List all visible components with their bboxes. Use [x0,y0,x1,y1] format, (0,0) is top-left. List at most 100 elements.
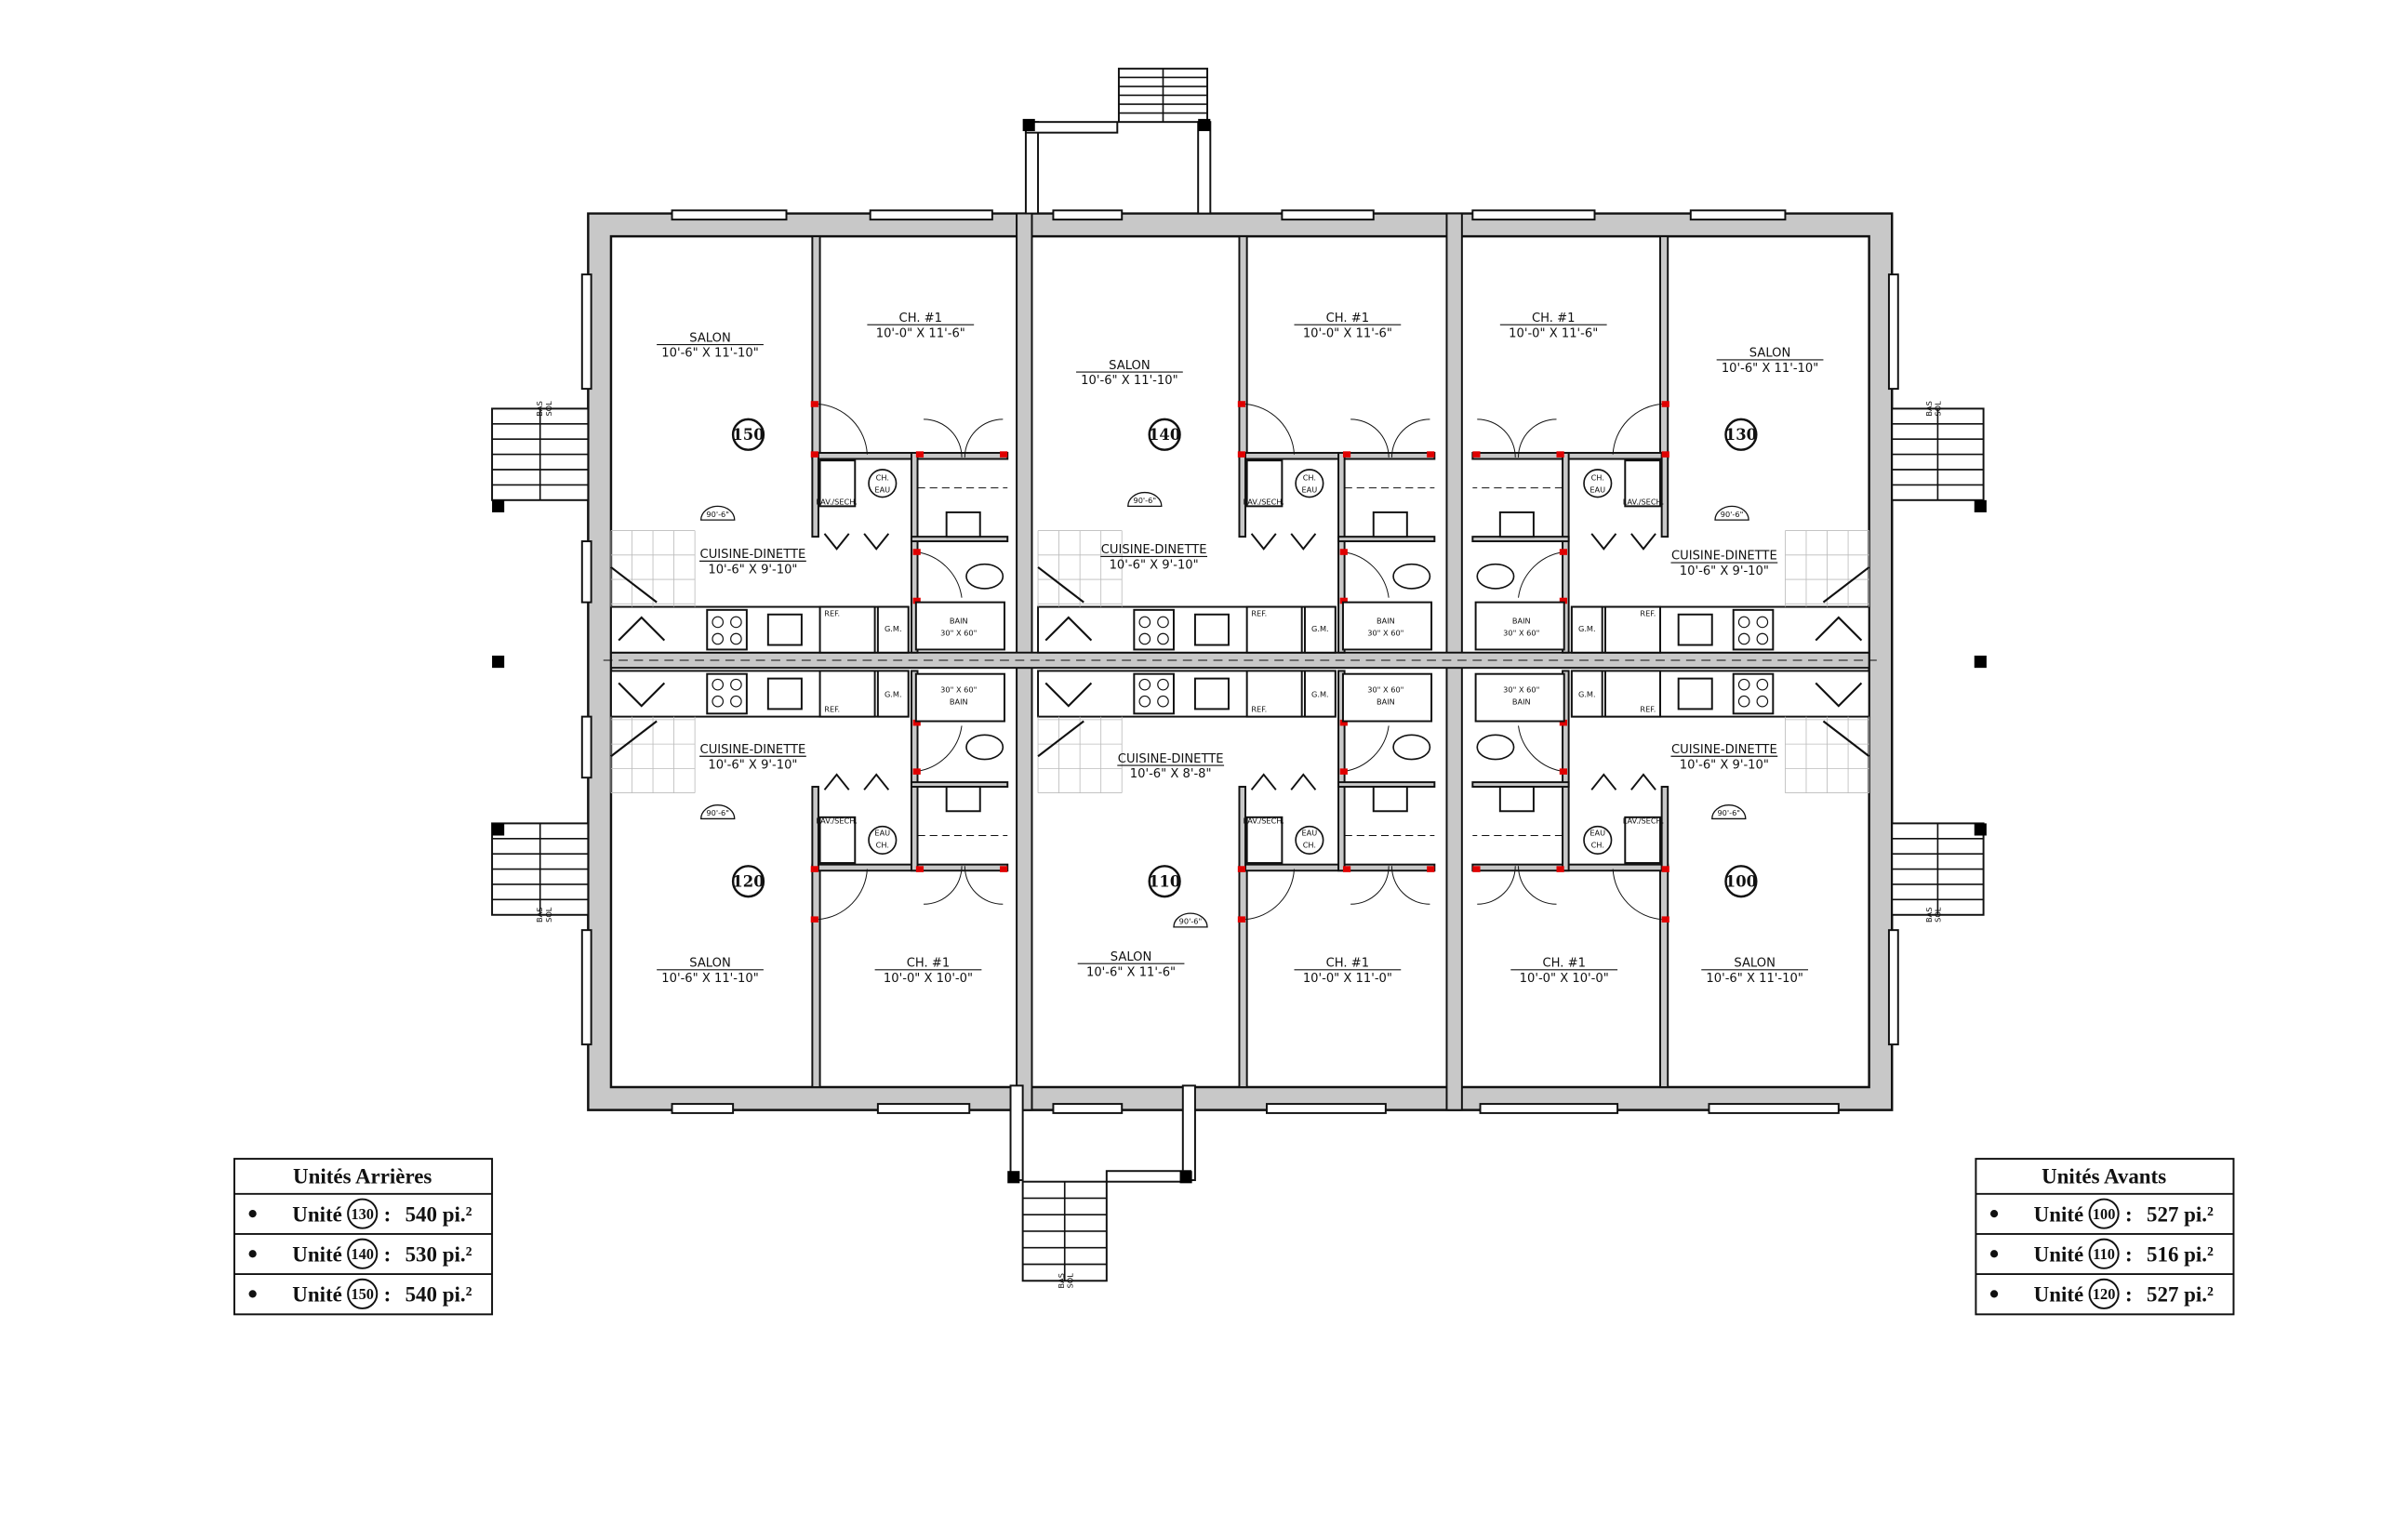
stove [1732,608,1775,651]
room-dimensions: 10'-6" X 9'-10" [1680,564,1769,578]
area-mark: 90'-6" [706,808,729,817]
water-heater-label: EAU [1301,485,1317,495]
room-name: CH. #1 [1326,312,1369,325]
closet-wall [1471,451,1669,460]
room-name: CH. #1 [1532,312,1575,325]
water-heater [1583,825,1613,855]
bathtub [914,601,1005,651]
cabinet-label: G.M. [1578,689,1596,698]
bedroom-wall [1238,235,1248,458]
laundry-wall [1238,786,1247,872]
unit-number-circle [2088,1278,2120,1309]
area-mark: 90'-6" [1134,496,1157,505]
burner [1157,632,1169,645]
unit-number-circle [1148,418,1181,451]
burner [730,616,742,629]
room-name: CUISINE-DINETTE [1118,752,1224,766]
window [1281,209,1375,221]
stair-rear-center [1117,67,1209,124]
laundry-label: LAV./SECH. [816,816,857,825]
burner [1138,695,1151,708]
window [580,540,592,604]
legend-separator: : [384,1242,392,1266]
unit-number-circle [1724,418,1758,451]
legend-area: 527 pi.² [2147,1283,2214,1307]
water-heater-label: EAU [874,829,890,838]
entry-tile-grid [610,716,696,794]
door-jamb [1661,916,1669,923]
window [1471,209,1596,221]
bathroom-sink [945,511,981,538]
legend-unit: 150 [351,1285,374,1303]
washer-dryer [818,816,857,864]
laundry-wall [1660,786,1669,872]
bifold-door [1250,773,1317,790]
area-mark-icon [1711,804,1747,820]
window [671,209,788,221]
unit-number: 140 [1149,426,1180,444]
door-jamb [810,451,818,458]
area-mark-icon [700,804,736,820]
door-jamb [1237,866,1246,872]
burner [712,632,725,645]
legend-separator: : [2125,1242,2133,1266]
room-dimensions: 10'-0" X 11'-6" [876,326,965,340]
closet-door-swing [924,866,1004,905]
room-dimensions: 10'-6" X 11'-10" [1081,374,1177,388]
legend-label: Unité [292,1242,342,1266]
unit-number-circle [1724,865,1758,898]
burner [1737,695,1750,708]
legend-label: Unité [292,1283,342,1307]
burner [1138,678,1151,691]
burner [1737,632,1750,645]
landing-rail [1009,1084,1024,1182]
entry-door [1815,566,1870,642]
door-jamb [1556,866,1564,872]
refrigerator [1245,670,1303,718]
toilet [1392,734,1431,761]
stove [1133,608,1175,651]
pantry-cabinet [1570,670,1603,718]
stair-label-down: BAS [1924,908,1934,923]
door-jamb [1559,597,1567,604]
area-mark-icon [1173,912,1208,928]
bath-label: BAIN [1377,697,1395,706]
closet-door-swing [1350,418,1430,458]
legend-area: 530 pi.² [406,1242,472,1266]
bathroom-sink [1498,511,1535,538]
legend-unit: 110 [2093,1245,2115,1263]
door-jamb [810,866,818,872]
unit-number-circle [1148,865,1181,898]
unit-number: 150 [732,426,764,444]
room-name: SALON [1111,950,1152,964]
unit-number: 100 [1725,872,1757,890]
burner [730,695,742,708]
water-heater [1295,469,1324,498]
cabinet-label: G.M. [1578,624,1596,633]
stove [706,672,748,715]
room-dimensions: 10'-6" X 8'-8" [1130,767,1212,781]
stair-label-down: BAS [535,401,544,416]
door-jamb [912,549,921,555]
room-name: CUISINE-DINETTE [700,548,806,562]
bathroom-sink [1498,786,1535,813]
bifold-door [1590,773,1656,790]
room-dimensions: 10'-6" X 9'-10" [708,758,797,772]
bedroom-wall [1238,865,1248,1089]
legend-frame [233,1158,494,1316]
room-name: SALON [1109,359,1151,373]
door-jamb [1661,401,1669,407]
door-jamb [1000,866,1008,872]
window [671,1103,735,1114]
water-heater-label: EAU [1301,829,1317,838]
stair-label-down: BAS [1057,1273,1066,1288]
window [580,929,592,1046]
window [1052,1103,1124,1114]
post [1974,499,1987,512]
closet-wall [811,863,1009,872]
room-name: CUISINE-DINETTE [1101,543,1207,557]
door-jamb [912,719,921,726]
